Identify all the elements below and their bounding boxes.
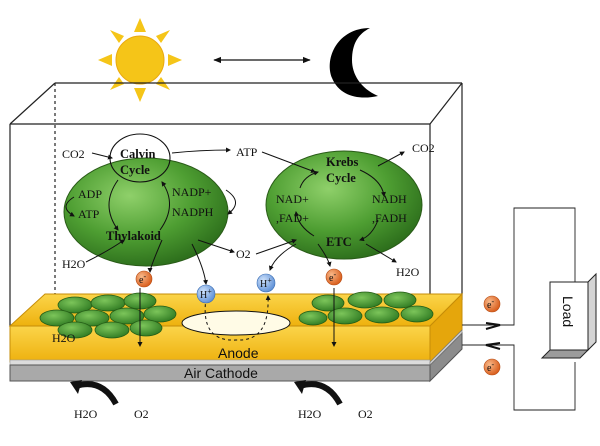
- electron-badge-left: e-: [135, 270, 153, 288]
- current-out-arrow: [485, 322, 501, 330]
- label-nadph: NADPH: [172, 205, 214, 219]
- load-box: [540, 272, 597, 359]
- cathode-reaction-arrow-right: [299, 381, 343, 406]
- label-h2o-bottom-left: H2O: [74, 407, 98, 421]
- label-krebs-cycle: Cycle: [326, 171, 356, 185]
- label-calvin-cycle: Cycle: [120, 163, 150, 177]
- label-calvin: Calvin: [120, 147, 155, 161]
- reactor-box: [9, 82, 463, 326]
- svg-text:e-: e-: [329, 270, 336, 284]
- biofilm-left: [39, 292, 177, 339]
- proton-badge-right: H+: [256, 273, 276, 293]
- label-h2o-left: H2O: [62, 257, 86, 271]
- label-h2o-right: H2O: [396, 265, 420, 279]
- label-thylakoid: Thylakoid: [106, 229, 161, 243]
- label-atp-top: ATP: [236, 145, 258, 159]
- reaction-arrows: [65, 147, 405, 347]
- label-load: Load: [560, 296, 576, 327]
- cathode-reaction-arrow-left: [75, 381, 119, 406]
- svg-text:e-: e-: [487, 297, 494, 311]
- electron-badge-circuit-bottom: e-: [483, 358, 501, 376]
- label-fadh: ,FADH: [372, 211, 407, 225]
- label-nadp-plus: NADP+: [172, 185, 212, 199]
- label-o2-mid: O2: [236, 247, 251, 261]
- label-co2-left: CO2: [62, 147, 85, 161]
- label-h2o-bottom-right: H2O: [298, 407, 322, 421]
- sun-icon: [98, 18, 182, 102]
- label-krebs: Krebs: [326, 155, 359, 169]
- label-adp: ADP: [78, 187, 102, 201]
- proton-badge-left: H+: [196, 284, 216, 304]
- label-anode: Anode: [218, 345, 259, 361]
- label-nad-plus: NAD+: [276, 192, 309, 206]
- label-o2-bottom-right: O2: [358, 407, 373, 421]
- svg-text:e-: e-: [487, 360, 494, 374]
- label-fad-plus: ,FAD+: [276, 211, 309, 225]
- moon-icon: [329, 28, 378, 98]
- svg-text:e-: e-: [139, 272, 146, 286]
- label-co2-right: CO2: [412, 141, 435, 155]
- label-atp-left: ATP: [78, 207, 100, 221]
- label-o2-bottom-left: O2: [134, 407, 149, 421]
- label-air-cathode: Air Cathode: [184, 365, 258, 381]
- current-in-arrow: [485, 342, 501, 350]
- mitochondria-cell: [265, 150, 423, 260]
- biofilm-right: [298, 291, 434, 326]
- electron-badge-circuit-top: e-: [483, 295, 501, 313]
- label-nadh: NADH: [372, 192, 407, 206]
- label-h2o-biofilm: H2O: [52, 331, 76, 345]
- label-etc: ETC: [326, 235, 352, 249]
- membrane-disk: [181, 310, 291, 336]
- electron-badge-right: e-: [325, 268, 343, 286]
- cathode-layer: [9, 329, 463, 383]
